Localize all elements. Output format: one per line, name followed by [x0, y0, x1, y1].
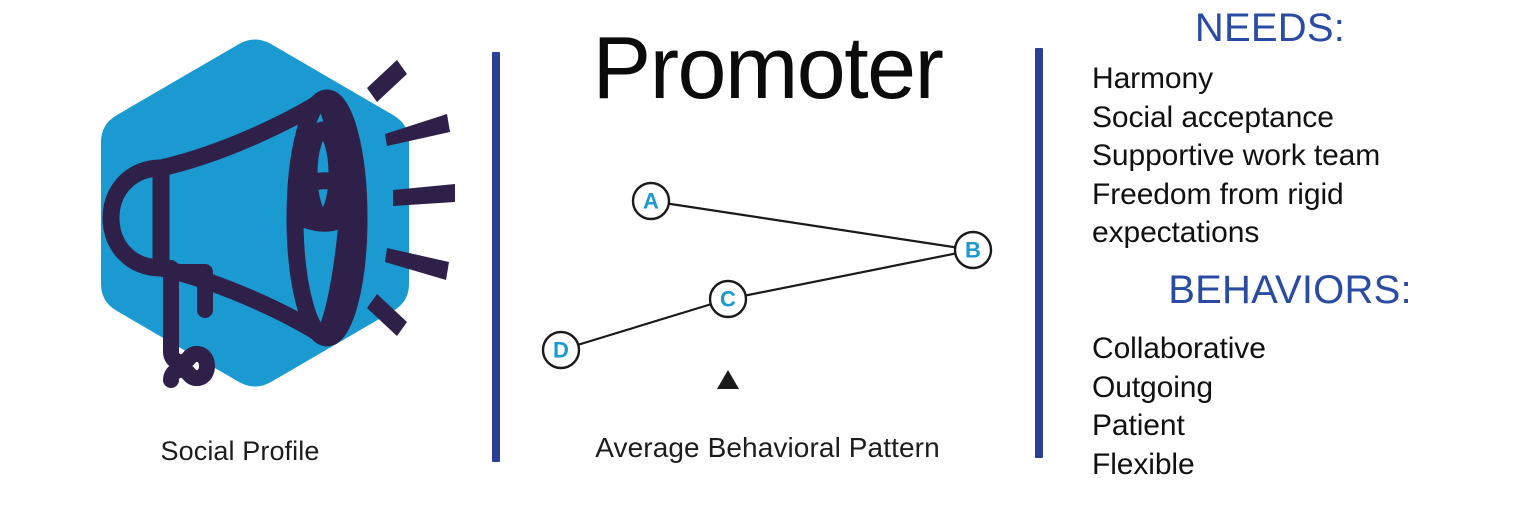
sound-rays — [367, 60, 455, 336]
behaviors-item: Outgoing — [1092, 370, 1213, 404]
chart-node-d[interactable]: D — [541, 330, 581, 370]
needs-item: Freedom from rigid — [1092, 177, 1344, 211]
line-a-b — [650, 199, 974, 252]
line-c-d — [560, 297, 729, 352]
chart-caption: Average Behavioral Pattern — [595, 432, 940, 463]
behavior-pattern-panel: Promoter A B C — [500, 0, 1035, 512]
chart-nodes: A B C D — [541, 181, 993, 370]
needs-item: expectations — [1092, 216, 1260, 249]
divider-right — [1035, 48, 1043, 458]
chart-node-b[interactable]: B — [953, 230, 993, 270]
behaviors-item: Flexible — [1092, 447, 1195, 481]
behaviors-item: Collaborative — [1092, 332, 1266, 365]
chart-node-label-c: C — [720, 287, 736, 312]
divider-left — [492, 52, 500, 462]
needs-item: Harmony — [1092, 62, 1213, 95]
megaphone-hexagon-icon — [101, 39, 455, 388]
chart-node-label-d: D — [553, 338, 569, 363]
social-profile-panel: Social Profile — [0, 0, 480, 512]
needs-list: Harmony Social acceptance Supportive wor… — [1092, 60, 1536, 253]
line-b-c — [727, 248, 974, 301]
average-behavioral-pattern-chart: A B C D — [541, 181, 993, 389]
social-profile-caption: Social Profile — [160, 436, 320, 466]
needs-item: Supportive work team — [1092, 139, 1381, 172]
needs-heading: NEEDS: — [1194, 6, 1346, 50]
behaviors-list: Collaborative Outgoing Patient Flexible — [1092, 330, 1536, 484]
behaviors-heading: BEHAVIORS: — [1168, 268, 1412, 312]
chart-node-label-b: B — [965, 238, 981, 263]
needs-item: Social acceptance — [1092, 100, 1334, 134]
chart-lines — [560, 199, 974, 352]
chart-node-c[interactable]: C — [708, 279, 748, 319]
up-triangle-marker — [717, 370, 739, 389]
behaviors-item: Patient — [1092, 409, 1185, 442]
chart-node-a[interactable]: A — [631, 181, 671, 221]
megaphone-glyph — [102, 89, 368, 388]
chart-node-label-a: A — [643, 189, 659, 214]
traits-panel: NEEDS: Harmony Social acceptance Support… — [1060, 0, 1536, 512]
page-title: Promoter — [592, 18, 944, 117]
